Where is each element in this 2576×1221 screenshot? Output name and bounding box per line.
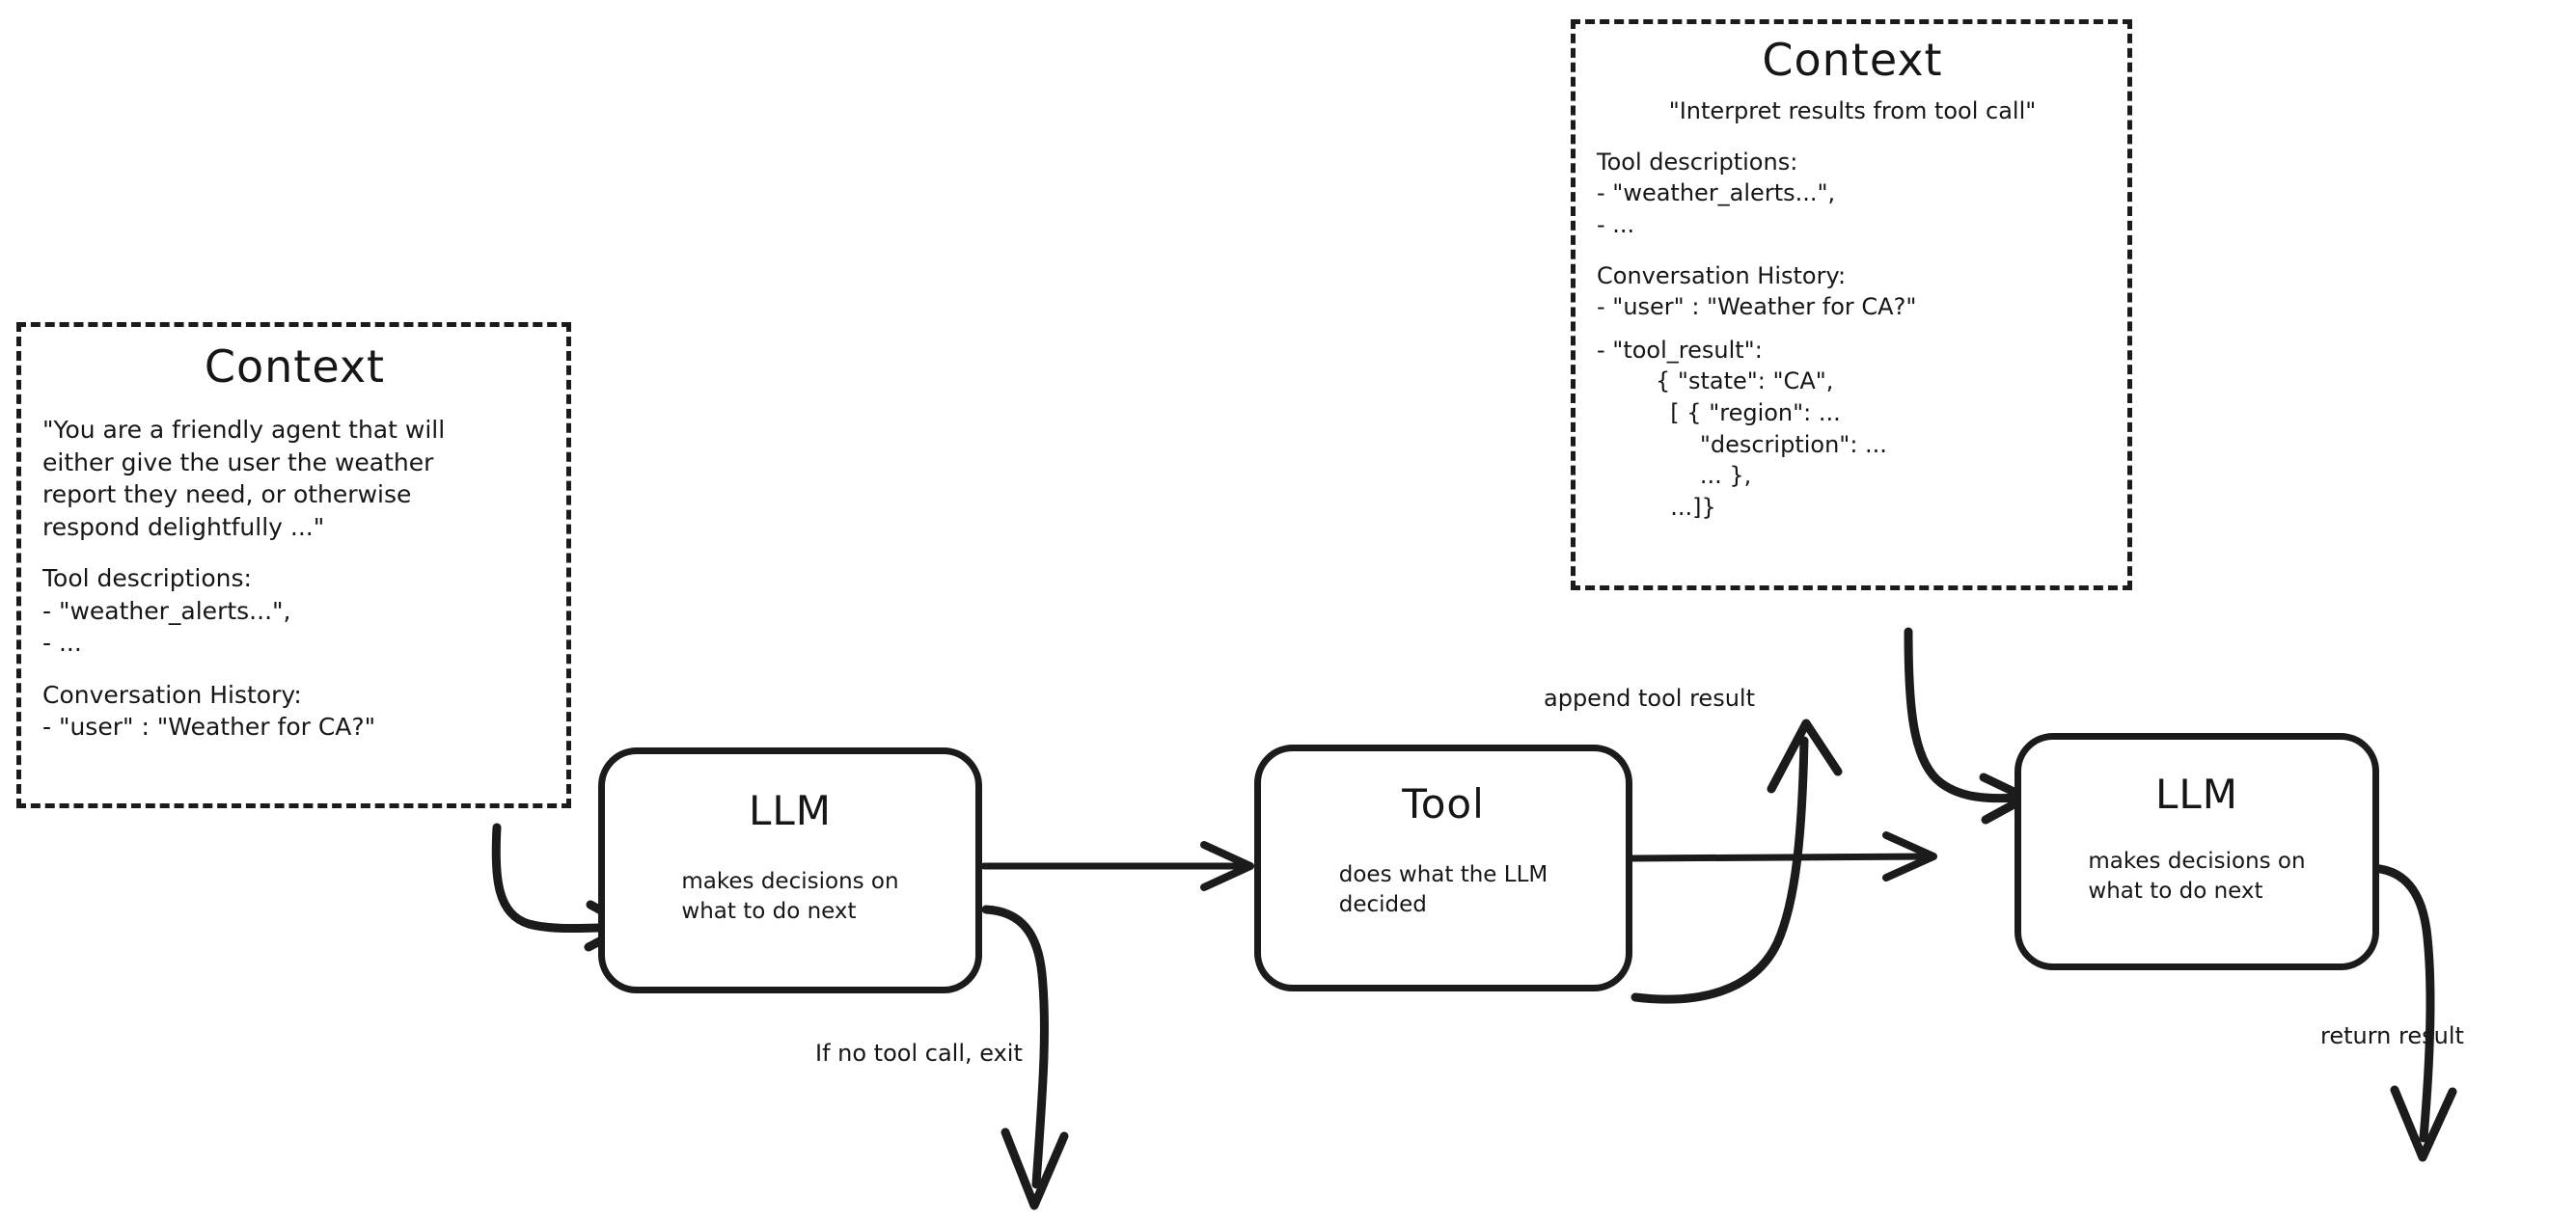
edge-label-no-tool-call-exit: If no tool call, exit xyxy=(815,1040,1023,1067)
node-tool[interactable]: Tool does what the LLM decided xyxy=(1254,745,1632,991)
context-right-tool-result: - "tool_result": { "state": "CA", [ { "r… xyxy=(1597,336,1887,521)
edge-label-append-tool-result: append tool result xyxy=(1544,685,1755,712)
context-left-tool-descriptions-items: - "weather_alerts...", - ... xyxy=(42,596,291,658)
node-llm-left[interactable]: LLM makes decisions on what to do next xyxy=(598,747,982,993)
node-tool-subtitle: does what the LLM decided xyxy=(1338,862,1548,917)
context-box-left: Context "You are a friendly agent that w… xyxy=(16,322,571,808)
node-llm-right[interactable]: LLM makes decisions on what to do next xyxy=(2014,733,2379,970)
context-right-title: Context xyxy=(1762,34,1943,86)
context-right-conversation-header: Conversation History: xyxy=(1597,261,1847,289)
edge-label-return-result: return result xyxy=(2320,1022,2464,1049)
context-right-tool-descriptions-items: - "weather_alerts...", - ... xyxy=(1597,179,1836,238)
arrow-tool-to-llm-right xyxy=(1629,853,1933,862)
context-left-conversation-header: Conversation History: xyxy=(42,680,302,709)
node-llm-left-subtitle: makes decisions on what to do next xyxy=(681,869,899,924)
arrow-tool-to-context-right xyxy=(1631,736,1809,1004)
context-right-conversation-items: - "user" : "Weather for CA?" xyxy=(1597,293,1917,321)
context-right-tool-descriptions-header: Tool descriptions: xyxy=(1597,148,1798,176)
context-right-system-prompt: "Interpret results from tool call" xyxy=(1668,97,2037,124)
node-llm-right-title: LLM xyxy=(2154,771,2239,818)
context-box-right: Context "Interpret results from tool cal… xyxy=(1571,19,2132,590)
arrow-context-right-to-llm xyxy=(1904,627,2021,803)
context-left-system-prompt: "You are a friendly agent that will eith… xyxy=(42,416,446,541)
node-llm-left-title: LLM xyxy=(748,787,833,834)
context-left-title: Context xyxy=(204,340,386,393)
context-left-tool-descriptions-header: Tool descriptions: xyxy=(42,564,252,592)
node-llm-right-subtitle: makes decisions on what to do next xyxy=(2088,849,2306,904)
context-left-conversation-items: - "user" : "Weather for CA?" xyxy=(42,713,376,741)
node-tool-title: Tool xyxy=(1402,780,1485,828)
